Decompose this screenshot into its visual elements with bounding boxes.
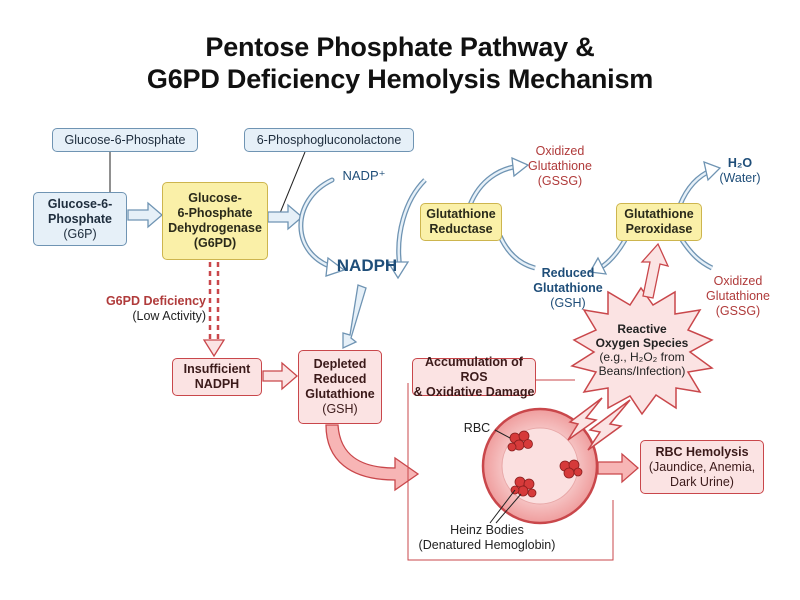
label-oxidized-gssg-2: Oxidized Glutathione (GSSG)	[706, 274, 770, 318]
arrow-nadp-nadph-cycle	[298, 177, 338, 271]
node-insufficient-nadph: Insufficient NADPH	[172, 358, 262, 396]
label-rbc: RBC	[463, 421, 491, 435]
node-rbc-hemolysis: RBC Hemolysis (Jaundice, Anemia, Dark Ur…	[640, 440, 764, 494]
label-oxidized-gssg-1: Oxidized Glutathione (GSSG)	[528, 144, 592, 188]
heinz-leader-1	[495, 493, 522, 524]
lightning-bolt-1	[567, 397, 603, 441]
label-nadp: NADP⁺	[342, 168, 386, 183]
arrow-depleted-to-rbc	[325, 424, 420, 492]
title-line-2: G6PD Deficiency Hemolysis Mechanism	[146, 64, 654, 94]
label-6-phosphogluconolactone: 6-Phosphogluconolactone	[244, 128, 414, 152]
heinz-body-cluster-2	[559, 459, 583, 479]
arrow-g6p-to-g6pd	[127, 201, 163, 229]
node-glutathione-peroxidase: Glutathione Peroxidase	[616, 203, 702, 241]
node-depleted-gsh: Depleted Reduced Glutathione (GSH)	[298, 350, 382, 424]
leader-6pgl	[277, 151, 306, 219]
arrow-rbc-to-hemolysis	[597, 452, 639, 484]
ros-starburst	[570, 286, 714, 416]
label-h2o: H₂O (Water)	[719, 156, 761, 185]
node-glutathione-reductase: Glutathione Reductase	[420, 203, 502, 241]
title-line-1: Pentose Phosphate Pathway &	[205, 32, 595, 62]
node-g6p: Glucose-6- Phosphate (G6P)	[33, 192, 127, 246]
accumulation-bracket	[407, 383, 614, 561]
heinz-body-cluster-1	[507, 430, 533, 452]
lightning-bolt-2	[587, 399, 631, 451]
heinz-body-cluster-3	[510, 476, 537, 498]
label-g6pd-deficiency: G6PD Deficiency (Low Activity)	[105, 294, 206, 323]
label-ros: Reactive Oxygen Species (e.g., H₂O₂ from…	[595, 322, 689, 378]
arrow-g6pd-to-cycle	[267, 203, 303, 231]
arrow-nadph-to-depleted	[342, 284, 367, 350]
arrow-peroxidase-to-gssg	[679, 238, 714, 271]
arrow-ros-to-peroxidase	[640, 242, 670, 299]
label-heinz-bodies: Heinz Bodies (Denatured Hemoglobin)	[418, 523, 556, 552]
label-nadph: NADPH	[336, 256, 398, 275]
label-reduced-gsh: Reduced Glutathione (GSH)	[533, 266, 603, 310]
label-glucose-6-phosphate: Glucose-6-Phosphate	[52, 128, 198, 152]
node-accumulation-ros: Accumulation of ROS & Oxidative Damage	[412, 354, 536, 399]
node-g6pd: Glucose- 6-Phosphate Dehydrogenase (G6PD…	[162, 182, 268, 260]
arrow-insufficient-to-depleted	[262, 361, 298, 391]
